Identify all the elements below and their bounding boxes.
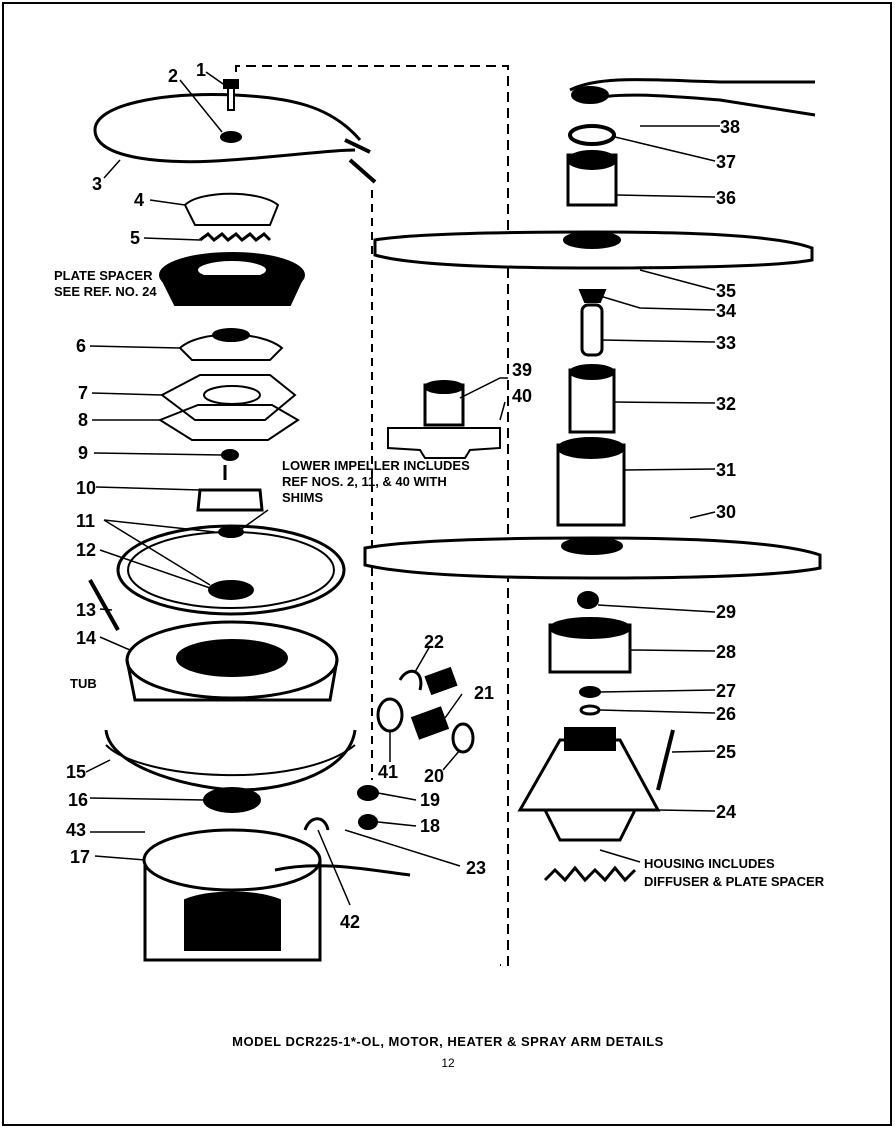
callout-2: 2 <box>168 66 178 86</box>
callout-15: 15 <box>66 762 86 782</box>
washer-part-26 <box>579 704 601 716</box>
callout-29: 29 <box>716 602 736 622</box>
gasket-part-7 <box>160 374 297 421</box>
grommet-part-19 <box>357 785 379 801</box>
washer <box>220 131 242 143</box>
callout-12: 12 <box>76 540 96 560</box>
callout-19: 19 <box>420 790 440 810</box>
callout-3: 3 <box>92 174 102 194</box>
callout-10: 10 <box>76 478 96 498</box>
hose-part-21 <box>410 706 450 740</box>
callout-35: 35 <box>716 281 736 301</box>
note-plate-spacer-line-2: SEE REF. NO. 24 <box>54 284 157 299</box>
callout-numbers: 1 2 3 4 5 6 7 8 9 10 11 12 13 14 15 16 1… <box>66 60 740 932</box>
callout-43: 43 <box>66 820 86 840</box>
nut-part-29 <box>577 591 599 609</box>
callout-4: 4 <box>134 190 144 210</box>
note-lower-impeller-line-1: LOWER IMPELLER INCLUDES <box>282 458 470 473</box>
callout-23: 23 <box>466 858 486 878</box>
tube-part-33 <box>580 303 604 357</box>
impeller-part-10 <box>196 465 264 512</box>
callout-42: 42 <box>340 912 360 932</box>
hose-part-22 <box>424 666 458 696</box>
callout-27: 27 <box>716 681 736 701</box>
cap-part-4 <box>183 192 280 226</box>
heater-element <box>93 93 362 164</box>
leader-lines <box>85 71 720 906</box>
callout-8: 8 <box>78 410 88 430</box>
callout-41: 41 <box>378 762 398 782</box>
callout-30: 30 <box>716 502 736 522</box>
sleeve-part-32 <box>568 368 616 434</box>
callout-34: 34 <box>716 301 736 321</box>
diffuser <box>543 865 637 883</box>
callout-17: 17 <box>70 847 90 867</box>
gasket-part-8 <box>157 404 300 441</box>
callout-26: 26 <box>716 704 736 724</box>
callout-39: 39 <box>512 360 532 380</box>
clamp-part-41 <box>376 697 404 733</box>
page-number: 12 <box>441 1056 455 1070</box>
callout-25: 25 <box>716 742 736 762</box>
note-housing-line-2: DIFFUSER & PLATE SPACER <box>644 874 825 889</box>
seal-part-16 <box>203 787 261 813</box>
callout-21: 21 <box>474 683 494 703</box>
callout-5: 5 <box>130 228 140 248</box>
washer-part-27 <box>579 686 601 698</box>
screw <box>223 79 239 89</box>
callout-31: 31 <box>716 460 736 480</box>
bolt-part-13 <box>88 579 120 631</box>
bolt-part-25 <box>656 729 675 791</box>
callout-24: 24 <box>716 802 736 822</box>
callout-28: 28 <box>716 642 736 662</box>
note-tub: TUB <box>70 676 97 691</box>
callout-14: 14 <box>76 628 96 648</box>
nut-part-34 <box>578 289 607 303</box>
tub-segment-part-15 <box>104 729 357 792</box>
callout-22: 22 <box>424 632 444 652</box>
clamp-part-20 <box>451 722 475 754</box>
washer-part-37 <box>568 124 616 146</box>
callout-18: 18 <box>420 816 440 836</box>
upper-spray-arm-part-35 <box>373 230 814 270</box>
callout-40: 40 <box>512 386 532 406</box>
callout-20: 20 <box>424 766 444 786</box>
callout-7: 7 <box>78 383 88 403</box>
callout-37: 37 <box>716 152 736 172</box>
heater-terminal <box>344 138 377 184</box>
note-plate-spacer-line-1: PLATE SPACER <box>54 268 153 283</box>
callout-1: 1 <box>196 60 206 80</box>
screw-part-18 <box>358 814 378 830</box>
note-lower-impeller-line-3: SHIMS <box>282 490 324 505</box>
callout-32: 32 <box>716 394 736 414</box>
callout-6: 6 <box>76 336 86 356</box>
callout-36: 36 <box>716 188 736 208</box>
callout-11: 11 <box>76 511 95 531</box>
note-lower-impeller-line-2: REF NOS. 2, 11, & 40 WITH <box>282 474 447 489</box>
diagram-caption: MODEL DCR225-1*-OL, MOTOR, HEATER & SPRA… <box>232 1034 664 1049</box>
bearing-part-12 <box>208 580 254 600</box>
callout-16: 16 <box>68 790 88 810</box>
callout-9: 9 <box>78 443 88 463</box>
bracket-part-40 <box>387 427 501 459</box>
clamp-part-22 <box>398 669 423 691</box>
diagram-notes: PLATE SPACER SEE REF. NO. 24 LOWER IMPEL… <box>54 268 825 889</box>
callout-13: 13 <box>76 600 96 620</box>
note-housing-line-1: HOUSING INCLUDES <box>644 856 775 871</box>
gasket-ring <box>116 524 346 616</box>
dashed-group-boundary <box>235 65 509 966</box>
callout-33: 33 <box>716 333 736 353</box>
spring-part-5 <box>199 232 272 242</box>
lower-spray-arm-part-30 <box>363 536 822 580</box>
clip-part-42 <box>303 817 330 831</box>
callout-38: 38 <box>720 117 740 137</box>
seal-part-9 <box>221 449 239 461</box>
